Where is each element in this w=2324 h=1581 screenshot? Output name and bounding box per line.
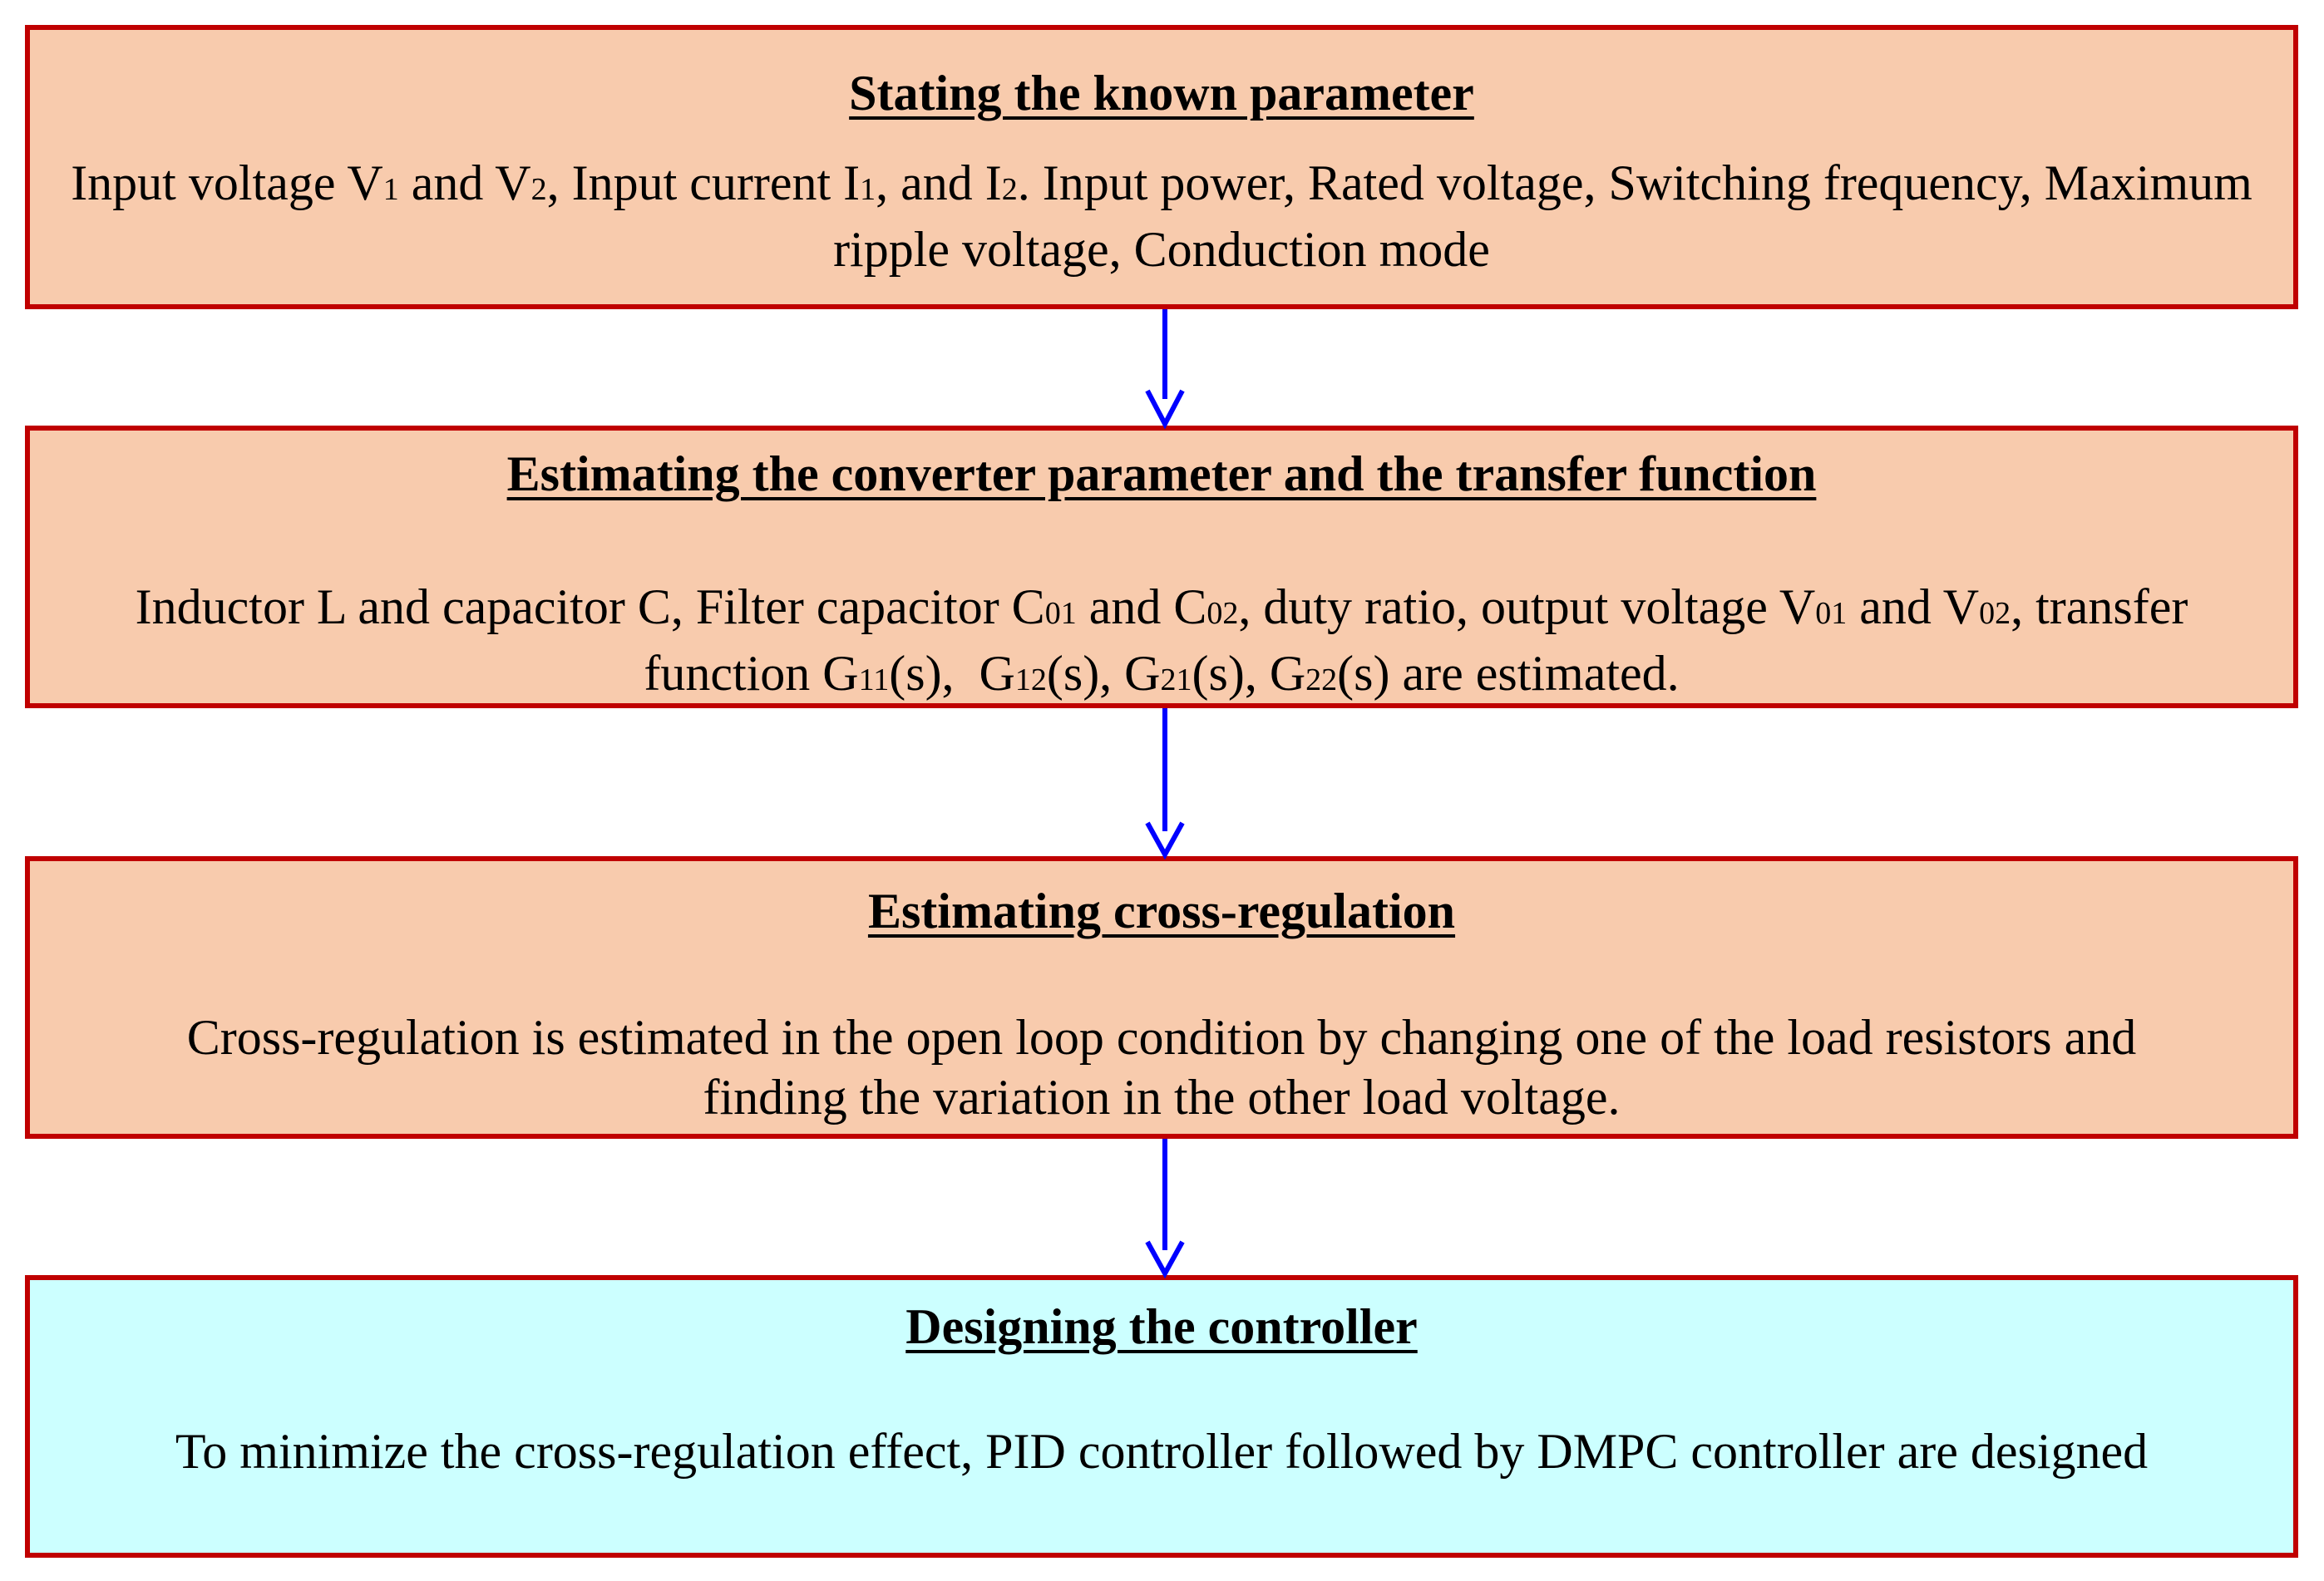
step-title: Estimating cross-regulation — [867, 884, 1456, 938]
step-box-converter-parameters: Estimating the converter parameter and t… — [25, 426, 2298, 708]
step-title: Estimating the converter parameter and t… — [506, 446, 1817, 501]
step-description: Input voltage V1 and V2, Input current I… — [71, 155, 2252, 277]
step-title: Designing the controller — [905, 1299, 1418, 1354]
step-box-known-parameters: Stating the known parameter Input voltag… — [25, 25, 2298, 309]
step-description: Cross-regulation is estimated in the ope… — [186, 1010, 2137, 1125]
arrow-step2-to-step3 — [1145, 708, 1185, 860]
step-description: To minimize the cross-regulation effect,… — [175, 1424, 2149, 1479]
step-title: Stating the known parameter — [849, 66, 1474, 121]
arrow-step1-to-step2 — [1145, 309, 1185, 430]
step-description: Inductor L and capacitor C, Filter capac… — [135, 579, 2188, 701]
step-box-controller-design: Designing the controller To minimize the… — [25, 1275, 2298, 1558]
arrow-step3-to-step4 — [1145, 1139, 1185, 1279]
step-box-cross-regulation: Estimating cross-regulation Cross-regula… — [25, 856, 2298, 1139]
